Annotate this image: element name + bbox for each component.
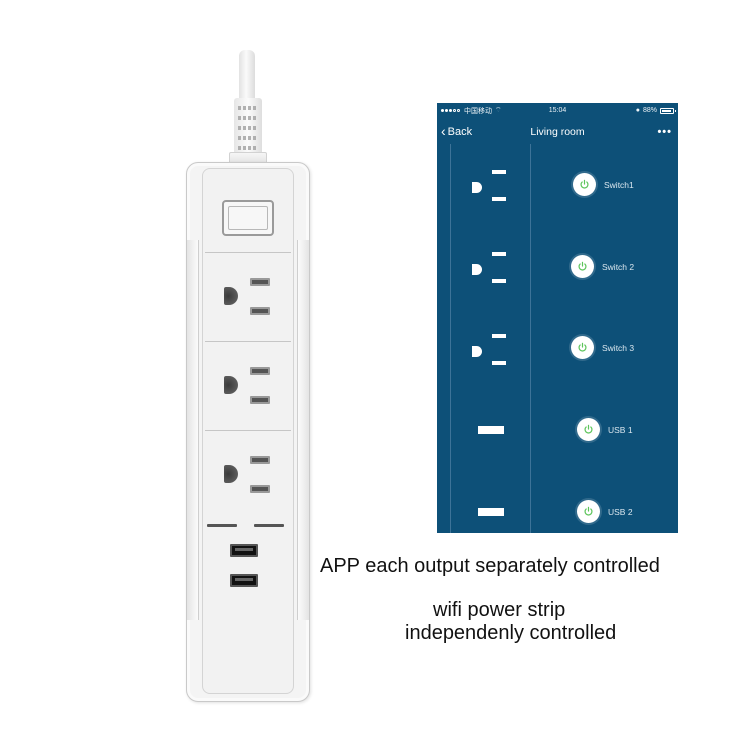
power-strip-product-image [186,50,310,702]
power-icon [578,342,587,352]
usb-port-2 [230,574,258,587]
output-row-usb1: USB 1 [577,418,633,441]
back-button[interactable]: ‹ Back [441,123,473,139]
outlet-slot [250,396,270,404]
ac-outlet-1 [205,253,291,339]
panel-divider [205,341,291,342]
power-icon [584,424,593,434]
output-row-usb2: USB 2 [577,500,633,523]
power-toggle-usb2[interactable] [577,500,600,523]
outlet-slot [250,278,270,286]
ground-pin-hole [224,376,238,394]
usb-indicator-bar [207,524,237,527]
ac-outlet-icon [472,252,506,286]
housing-side-left [187,240,199,620]
ground-pin-hole [224,287,238,305]
housing-side-right [297,240,309,620]
battery-percent: 88% [643,107,658,114]
panel-divider [205,430,291,431]
output-row-switch2: Switch 2 [571,255,634,278]
power-toggle-usb1[interactable] [577,418,600,441]
status-time: 15:04 [548,107,567,114]
alarm-icon: ● [635,107,640,114]
signal-strength-icon [441,107,461,114]
outlet-slot [250,367,270,375]
output-label: USB 1 [608,424,633,435]
power-icon [578,261,587,271]
output-label: Switch 3 [602,342,635,353]
power-icon [580,179,589,189]
usb-port-1 [230,544,258,557]
usb-indicator-bar [254,524,284,527]
output-label: Switch 2 [602,261,635,272]
panel-divider [205,252,291,253]
status-bar: 中国移动 ⌔ 15:04 ● 88% [437,103,678,118]
cable-strain-relief [234,98,262,156]
outlet-slot [250,456,270,464]
battery-icon [660,107,677,114]
usb-port-icon [478,508,504,516]
back-label: Back [447,126,473,138]
output-label: USB 2 [608,506,633,517]
output-row-switch1: Switch1 [573,173,634,196]
carrier-name: 中国移动 [464,107,492,115]
outlet-slot [250,485,270,493]
ac-outlet-3 [205,431,291,517]
power-toggle-switch2[interactable] [571,255,594,278]
page-title: Living room [530,126,585,138]
nav-bar: ‹ Back Living room ••• [437,120,678,144]
power-toggle-switch3[interactable] [571,336,594,359]
outlet-slot [250,307,270,315]
power-icon [584,506,593,516]
caption-headline: APP each output separately controlled [320,555,660,577]
caption-subtitle-2: independenly controlled [405,622,617,644]
column-divider [450,144,451,533]
output-label: Switch1 [604,179,634,190]
app-screen: 中国移动 ⌔ 15:04 ● 88% ‹ Back Living room ••… [437,103,678,533]
column-divider [530,144,531,533]
caption-subtitle-1: wifi power strip [433,599,566,621]
ac-outlet-2 [205,342,291,428]
wifi-icon: ⌔ [495,107,502,114]
ac-outlet-icon [472,170,506,204]
rocker-switch [222,200,274,236]
chevron-left-icon: ‹ [441,123,446,139]
ac-outlet-icon [472,334,506,368]
power-cable [239,50,255,110]
usb-port-icon [478,426,504,434]
power-toggle-switch1[interactable] [573,173,596,196]
strip-faceplate [202,168,294,694]
more-options-button[interactable]: ••• [657,126,672,138]
output-row-switch3: Switch 3 [571,336,634,359]
ground-pin-hole [224,465,238,483]
